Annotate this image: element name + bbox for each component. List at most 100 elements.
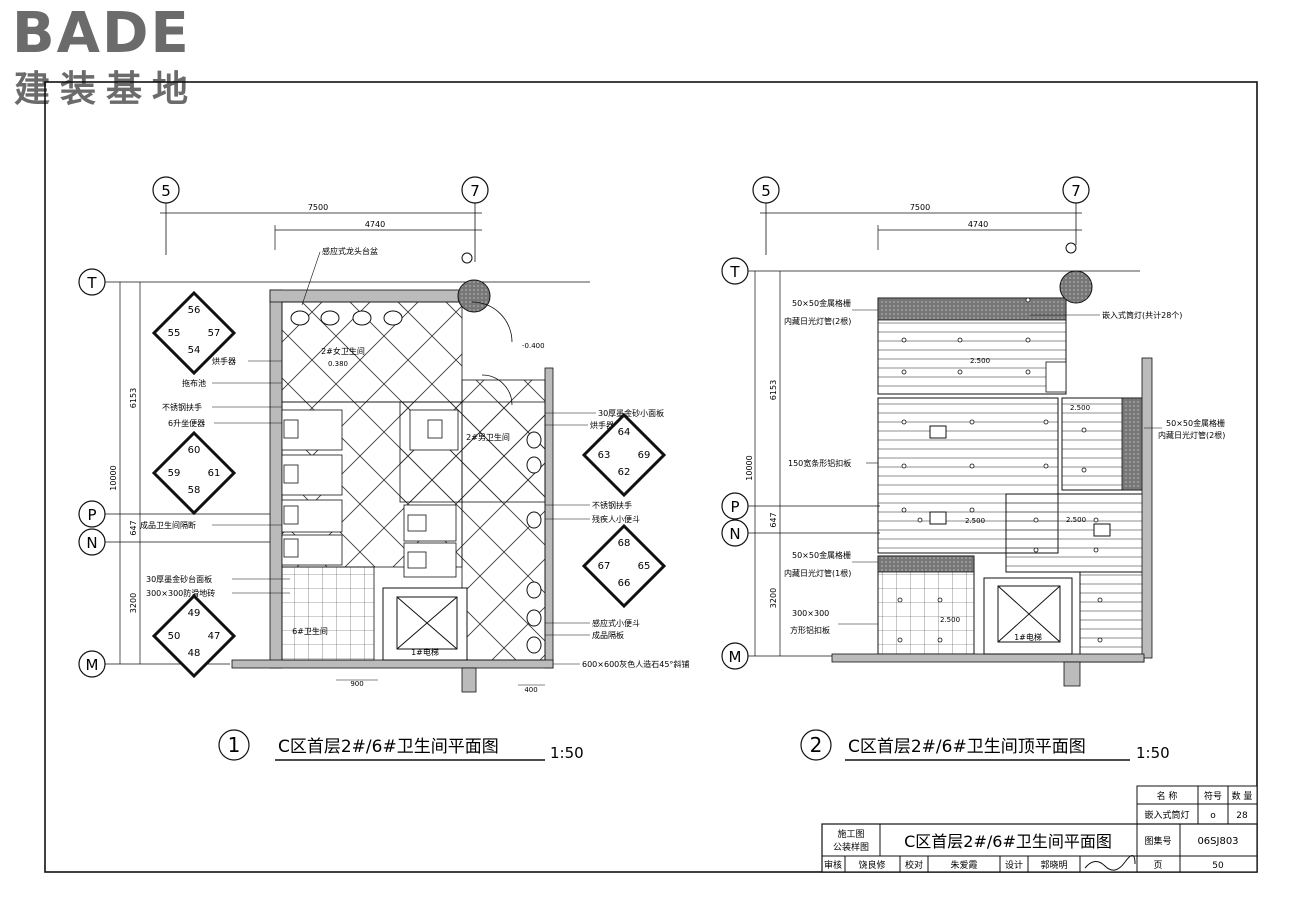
- svg-text:28: 28: [1236, 811, 1248, 821]
- svg-text:内藏日光灯管(2根): 内藏日光灯管(2根): [784, 316, 851, 326]
- axis-M: M: [78, 650, 106, 678]
- svg-text:方形铝扣板: 方形铝扣板: [790, 625, 830, 635]
- svg-text:饶良修: 饶良修: [858, 859, 885, 871]
- svg-text:63: 63: [598, 450, 611, 461]
- axis-T: T: [721, 257, 749, 285]
- svg-text:烘手器: 烘手器: [590, 420, 614, 430]
- svg-text:600×600灰色人造石45°斜铺: 600×600灰色人造石45°斜铺: [582, 659, 689, 669]
- svg-text:900: 900: [350, 680, 363, 688]
- dim-h2: 647: [129, 520, 138, 535]
- axis-5: 5: [152, 176, 180, 204]
- svg-text:47: 47: [208, 631, 221, 642]
- svg-text:48: 48: [188, 648, 201, 659]
- svg-text:647: 647: [769, 512, 778, 527]
- svg-text:郭晓明: 郭晓明: [1040, 859, 1067, 871]
- svg-text:审核: 审核: [824, 859, 842, 871]
- svg-text:感应式龙头台盆: 感应式龙头台盆: [322, 246, 378, 256]
- svg-text:6升坐便器: 6升坐便器: [168, 418, 205, 428]
- urinals: [526, 431, 542, 654]
- svg-text:4740: 4740: [968, 220, 988, 229]
- title-block: 名 称 符号 数 量 嵌入式筒灯 o 28 施工图 公装样图 C区首层2#/6#…: [821, 785, 1258, 873]
- axis-5: 5: [752, 176, 780, 204]
- svg-text:2.500: 2.500: [1066, 516, 1086, 524]
- svg-text:M: M: [729, 648, 742, 666]
- svg-text:T: T: [729, 263, 740, 281]
- svg-text:50: 50: [168, 631, 181, 642]
- plan-1-caption: 1 C区首层2#/6#卫生间平面图 1:50: [218, 729, 584, 762]
- elevator-1: 1#电梯: [983, 577, 1073, 655]
- logo-brand: BADE: [12, 1, 191, 66]
- svg-text:2.500: 2.500: [970, 357, 990, 365]
- badge-group: 64 63 69 62: [581, 412, 667, 498]
- svg-text:6153: 6153: [769, 380, 778, 400]
- svg-text:公装样图: 公装样图: [833, 841, 869, 853]
- svg-text:30厚墨金砂小面板: 30厚墨金砂小面板: [598, 408, 664, 418]
- svg-text:54: 54: [188, 345, 201, 356]
- downlights: [897, 297, 1103, 643]
- dim-partial: 4740: [365, 220, 385, 229]
- logo-subtitle: 建装基地: [14, 69, 199, 110]
- axis-T: T: [78, 268, 106, 296]
- svg-text:59: 59: [168, 468, 181, 479]
- svg-text:7: 7: [470, 182, 480, 200]
- plan-1-floor: 5 7 7500 4740 T P N M 10000 6153 647 320…: [78, 176, 689, 694]
- basin-row: [290, 310, 403, 326]
- svg-text:64: 64: [618, 427, 631, 438]
- svg-text:68: 68: [618, 538, 631, 549]
- svg-text:56: 56: [188, 305, 201, 316]
- svg-text:1: 1: [228, 733, 241, 757]
- svg-text:M: M: [86, 656, 99, 674]
- plan-2-caption: 2 C区首层2#/6#卫生间顶平面图 1:50: [800, 729, 1170, 762]
- room-female: 2#女卫生间: [321, 346, 365, 356]
- svg-text:7: 7: [1071, 182, 1081, 200]
- svg-text:62: 62: [618, 467, 631, 478]
- svg-text:7500: 7500: [910, 203, 930, 212]
- plan1-right-labels: 30厚墨金砂小面板 烘手器 不锈钢扶手 残疾人小便斗 感应式小便斗 成品隔板 6…: [545, 408, 689, 669]
- plan2-right-labels: 嵌入式筒灯(共计28个) 50×50金属格栅 内藏日光灯管(2根): [1030, 310, 1225, 440]
- svg-text:数 量: 数 量: [1232, 790, 1253, 802]
- svg-text:施工图: 施工图: [837, 828, 864, 840]
- svg-text:50×50金属格栅: 50×50金属格栅: [1166, 418, 1225, 428]
- svg-text:N: N: [86, 534, 97, 552]
- room-male: 2#男卫生间: [466, 432, 510, 442]
- svg-text:69: 69: [638, 450, 651, 461]
- sheet-border: [44, 81, 1258, 873]
- svg-text:不锈钢扶手: 不锈钢扶手: [592, 500, 632, 510]
- svg-text:3200: 3200: [769, 588, 778, 608]
- svg-text:成品卫生间隔断: 成品卫生间隔断: [140, 520, 196, 530]
- axis-N: N: [78, 528, 106, 556]
- axis-7: 7: [1062, 176, 1090, 204]
- svg-text:符号: 符号: [1204, 790, 1222, 802]
- plan1-left-labels: 感应式龙头台盆 烘手器 拖布池 不锈钢扶手 6升坐便器 成品卫生间隔断 30厚墨…: [140, 246, 378, 598]
- svg-text:300×300: 300×300: [792, 609, 829, 618]
- plan-1-title: C区首层2#/6#卫生间平面图: [278, 737, 499, 757]
- svg-text:嵌入式筒灯: 嵌入式筒灯: [1144, 809, 1189, 821]
- svg-text:400: 400: [524, 686, 537, 694]
- svg-text:2.500: 2.500: [965, 517, 985, 525]
- svg-text:67: 67: [598, 561, 611, 572]
- axis-P: P: [721, 492, 749, 520]
- svg-text:残疾人小便斗: 残疾人小便斗: [592, 514, 640, 524]
- axis-N: N: [721, 519, 749, 547]
- dim-overall: 7500: [308, 203, 328, 212]
- axis-P: P: [78, 500, 106, 528]
- plan-2-scale: 1:50: [1136, 744, 1170, 762]
- svg-text:名 称: 名 称: [1157, 790, 1178, 802]
- svg-text:图集号: 图集号: [1144, 835, 1171, 847]
- svg-text:57: 57: [208, 328, 221, 339]
- svg-text:嵌入式筒灯(共计28个): 嵌入式筒灯(共计28个): [1102, 310, 1182, 320]
- svg-text:65: 65: [638, 561, 651, 572]
- svg-text:61: 61: [208, 468, 221, 479]
- svg-text:66: 66: [618, 578, 631, 589]
- svg-text:1#电梯: 1#电梯: [1014, 632, 1042, 642]
- svg-text:校对: 校对: [905, 859, 923, 871]
- signature-mark: [1084, 855, 1136, 871]
- svg-text:不锈钢扶手: 不锈钢扶手: [162, 402, 202, 412]
- elevator-1: 1#电梯: [382, 587, 468, 661]
- svg-text:内藏日光灯管(1根): 内藏日光灯管(1根): [784, 568, 851, 578]
- svg-text:o: o: [1210, 811, 1216, 821]
